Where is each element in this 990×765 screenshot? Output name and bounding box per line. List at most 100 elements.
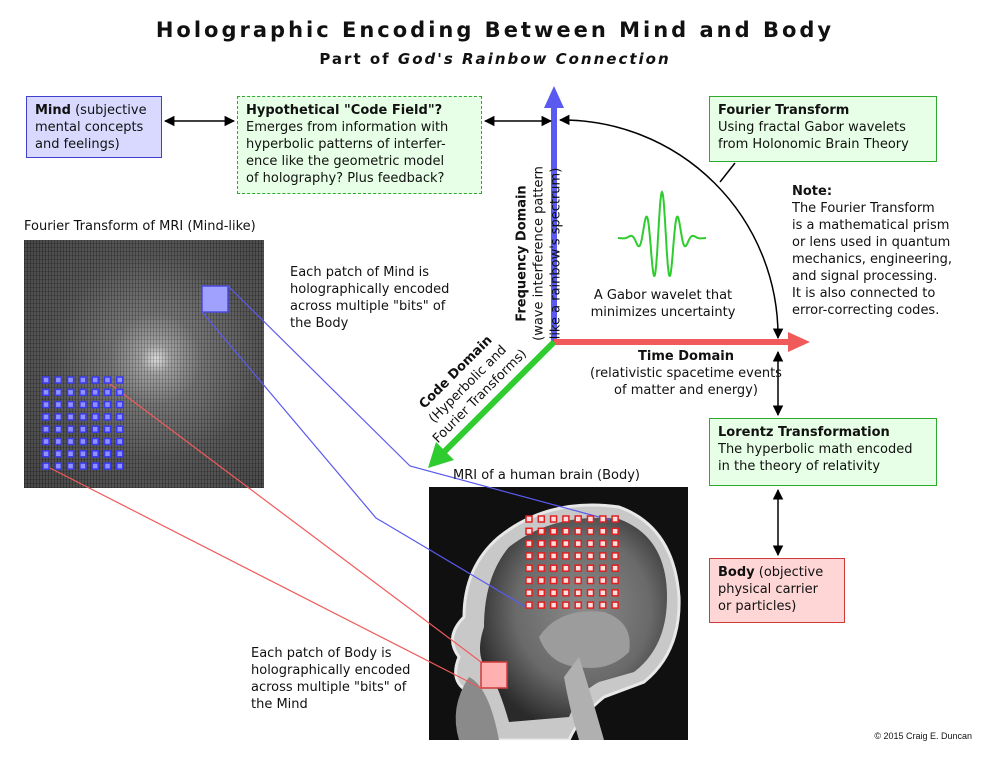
frequency-line: (wave interference pattern xyxy=(531,166,547,341)
frequency-line: like a rainbow's spectrum) xyxy=(548,167,564,340)
body-bit-cell xyxy=(599,552,607,560)
body-bit-cell xyxy=(562,601,570,609)
mind-bit-cell xyxy=(91,388,99,397)
mind-bit-cell xyxy=(42,376,50,384)
frequency-domain-label: Frequency Domain (wave interference patt… xyxy=(514,154,565,354)
fourier-heading: Fourier Transform xyxy=(718,103,850,118)
mind-bit-cell xyxy=(42,450,50,458)
body-bit-cell xyxy=(537,564,546,572)
mind-bit-cell xyxy=(79,462,87,470)
mind-bit-cell xyxy=(66,462,75,470)
note-line: or lens used in quantum xyxy=(792,235,951,250)
body-bit-cell xyxy=(549,576,558,585)
code-arrowhead xyxy=(428,442,454,468)
lorentz-transformation-box: Lorentz Transformation The hyperbolic ma… xyxy=(709,418,937,486)
body-bit-cell xyxy=(537,539,546,548)
body-bit-cell xyxy=(574,564,582,572)
body-bit-cell xyxy=(599,601,607,609)
body-bit-cell xyxy=(586,539,595,548)
mind-bit-cell xyxy=(54,413,63,421)
frequency-heading: Frequency Domain xyxy=(514,185,530,322)
body-bit-cell xyxy=(562,564,570,572)
mind-bit-cell xyxy=(42,413,50,421)
mind-patch-caption-line: the Body xyxy=(290,316,349,331)
body-bit-cell xyxy=(611,564,619,572)
body-patch-line-top xyxy=(105,380,482,663)
lorentz-line: The hyperbolic math encoded xyxy=(718,442,913,457)
mind-bit-cell xyxy=(66,437,75,446)
mind-bit-cell xyxy=(116,450,124,458)
copyright: © 2015 Craig E. Duncan xyxy=(874,731,972,741)
gabor-wavelet xyxy=(618,189,706,277)
body-bit-cell xyxy=(549,552,558,560)
mind-bit-cell xyxy=(54,388,63,397)
page-subtitle: Part of God's Rainbow Connection xyxy=(0,50,990,68)
body-bit-cell xyxy=(611,552,619,560)
mind-bit-cell xyxy=(103,425,112,433)
gabor-caption-line: minimizes uncertainty xyxy=(590,305,736,320)
body-patch-line-bottom xyxy=(45,465,482,689)
note-line: and signal processing. xyxy=(792,269,938,284)
body-bit-cell xyxy=(549,589,558,597)
body-bit-cell xyxy=(525,576,533,585)
mind-bit-cell xyxy=(79,450,87,458)
note-line: It is also connected to xyxy=(792,286,936,301)
mind-bit-cell xyxy=(116,388,124,397)
mind-bit-cell xyxy=(91,413,99,421)
body-bit-cell xyxy=(537,589,546,597)
mind-bit-cell xyxy=(103,400,112,409)
mind-bit-cell xyxy=(103,450,112,458)
time-domain-label: Time Domain (relativistic spacetime even… xyxy=(586,348,786,399)
note-heading: Note: xyxy=(792,184,833,199)
body-bit-cell xyxy=(586,527,595,536)
body-bit-cell xyxy=(525,589,533,597)
body-bits-grid xyxy=(525,515,619,609)
mind-line: and feelings) xyxy=(35,137,120,152)
note-line: error-correcting codes. xyxy=(792,303,940,318)
body-line: or particles) xyxy=(718,599,797,614)
mind-bit-cell xyxy=(79,388,87,397)
body-bit-cell xyxy=(525,552,533,560)
mind-bit-cell xyxy=(66,400,75,409)
time-arrowhead xyxy=(788,332,810,352)
body-bit-cell xyxy=(574,589,582,597)
mind-bit-cell xyxy=(42,437,50,446)
subtitle-italic: God's Rainbow Connection xyxy=(397,50,671,68)
body-box: Body (objective physical carrier or part… xyxy=(709,558,845,623)
body-bit-cell xyxy=(525,515,533,523)
mind-bit-cell xyxy=(91,462,99,470)
fourier-line: Using fractal Gabor wavelets xyxy=(718,120,906,135)
body-bit-cell xyxy=(537,527,546,536)
body-bit-cell xyxy=(586,601,595,609)
mind-patch-line-bottom xyxy=(201,311,527,608)
body-bit-cell xyxy=(525,527,533,536)
mind-bit-cell xyxy=(103,462,112,470)
body-bit-cell xyxy=(537,601,546,609)
mind-bit-cell xyxy=(79,437,87,446)
body-bit-cell xyxy=(574,601,582,609)
body-patch-caption-line: Each patch of Body is xyxy=(251,646,392,661)
mind-bit-cell xyxy=(42,400,50,409)
body-bit-cell xyxy=(574,576,582,585)
page-title: Holographic Encoding Between Mind and Bo… xyxy=(155,18,835,42)
body-bit-cell xyxy=(586,564,595,572)
body-bit-cell xyxy=(549,527,558,536)
body-bit-cell xyxy=(599,527,607,536)
fourier-mri-label: Fourier Transform of MRI (Mind-like) xyxy=(24,219,256,234)
body-patch-caption-line: across multiple "bits" of xyxy=(251,680,407,695)
fourier-mri-image xyxy=(24,240,264,488)
time-line: of matter and energy) xyxy=(614,383,758,398)
mind-patch-caption: Each patch of Mind is holographically en… xyxy=(290,264,449,332)
time-heading: Time Domain xyxy=(638,349,734,364)
code-field-line: hyperbolic patterns of interfer- xyxy=(246,137,446,152)
body-patch-caption-line: the Mind xyxy=(251,697,308,712)
mind-bit-cell xyxy=(54,437,63,446)
mri-brain-label: MRI of a human brain (Body) xyxy=(453,468,640,483)
body-bit-cell xyxy=(549,564,558,572)
body-bit-cell xyxy=(537,515,546,523)
body-bit-cell xyxy=(586,576,595,585)
body-bit-cell xyxy=(525,601,533,609)
body-line: physical carrier xyxy=(718,582,818,597)
